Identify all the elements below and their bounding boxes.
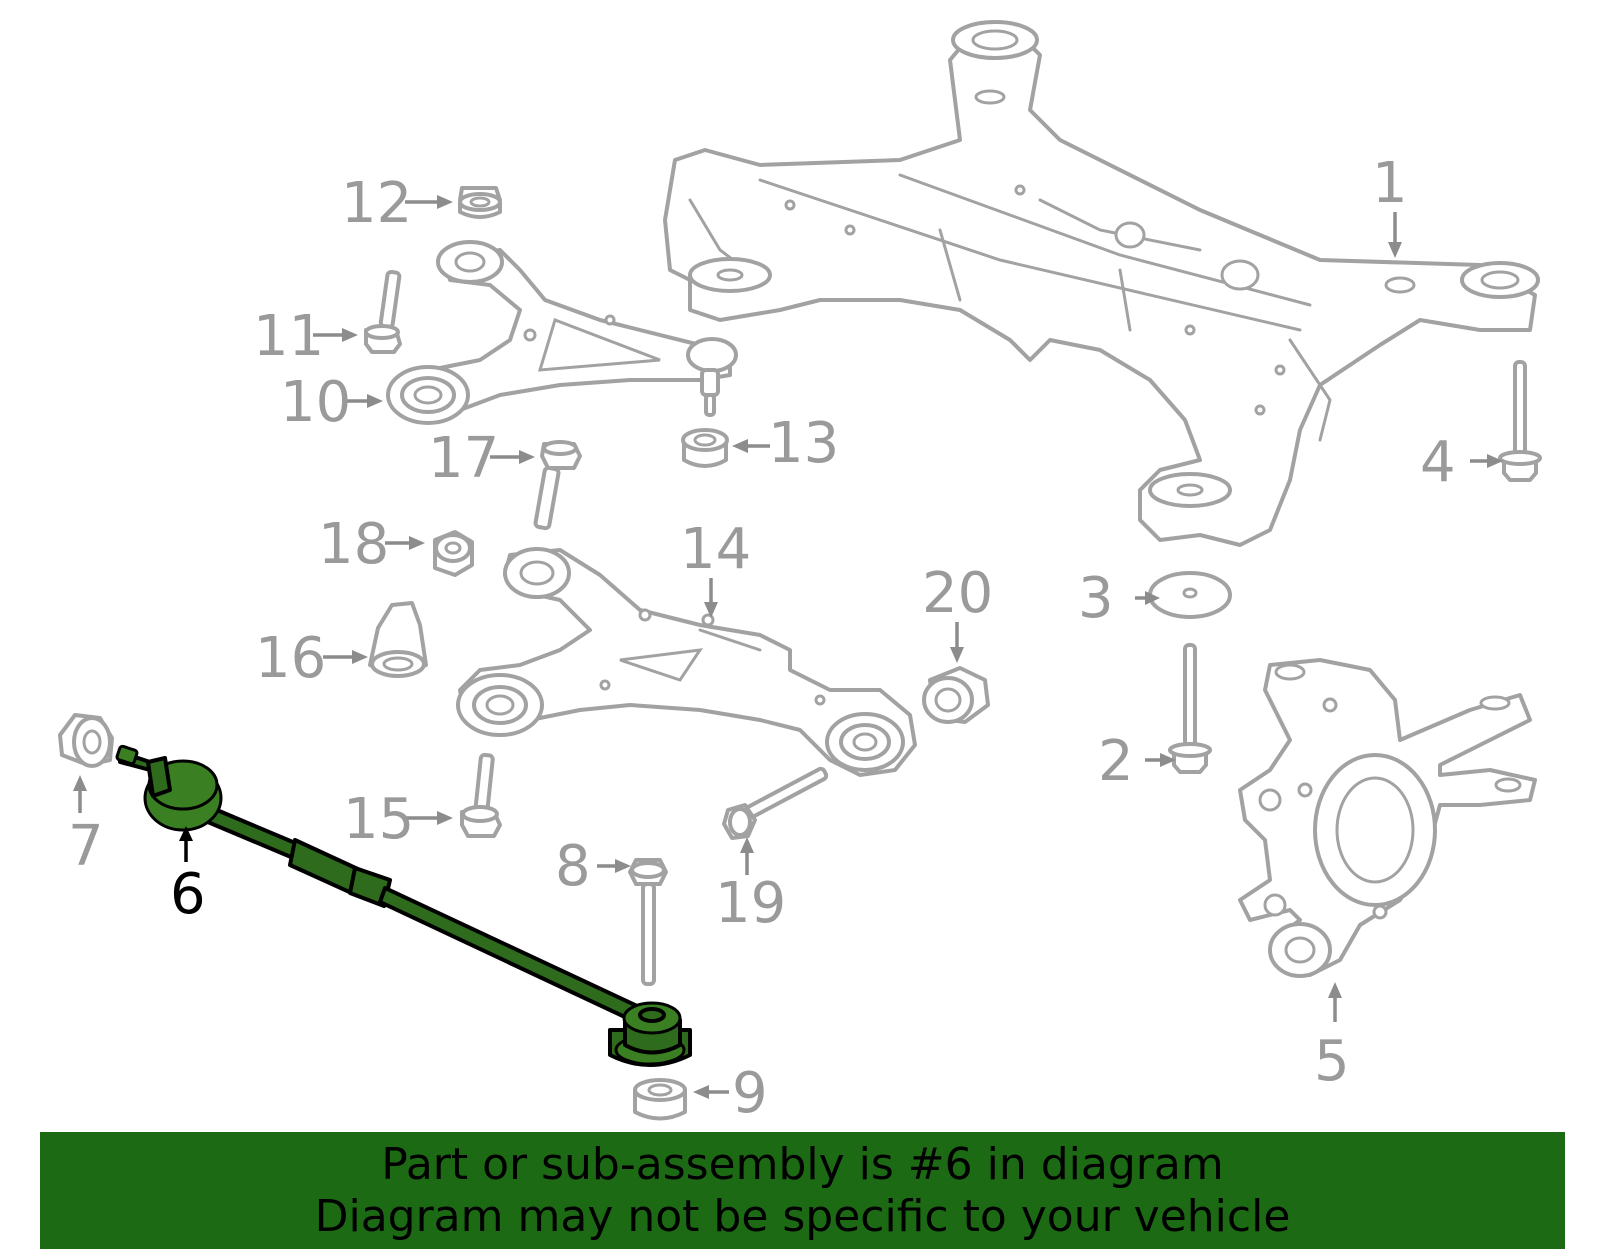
part-7-nut[interactable] [58, 713, 114, 768]
part-6-toe-link[interactable] [115, 744, 692, 1067]
callout-9[interactable]: 9 [732, 1061, 768, 1126]
part-4-bolt[interactable] [1498, 360, 1542, 482]
banner-line-2: Diagram may not be specific to your vehi… [314, 1190, 1291, 1242]
part-18-nut[interactable] [433, 530, 474, 577]
banner-line-1: Part or sub-assembly is #6 in diagram [381, 1138, 1224, 1190]
leader-arrows [73, 195, 1503, 1099]
callout-15[interactable]: 15 [343, 787, 414, 852]
callout-1[interactable]: 1 [1372, 151, 1408, 216]
callout-3[interactable]: 3 [1078, 566, 1114, 631]
part-17-bolt[interactable] [533, 440, 582, 531]
callout-4[interactable]: 4 [1420, 430, 1456, 495]
callout-20[interactable]: 20 [922, 561, 993, 626]
callout-5[interactable]: 5 [1314, 1029, 1350, 1094]
part-8-bolt[interactable] [628, 858, 668, 986]
part-16-bump-stop[interactable] [368, 601, 428, 678]
callout-11[interactable]: 11 [253, 304, 324, 369]
callout-14[interactable]: 14 [680, 517, 751, 582]
part-11-bolt[interactable] [364, 269, 402, 354]
callout-16[interactable]: 16 [255, 626, 326, 691]
callout-18[interactable]: 18 [318, 512, 389, 577]
callout-7[interactable]: 7 [68, 814, 104, 879]
callout-12[interactable]: 12 [341, 171, 412, 236]
callout-8[interactable]: 8 [555, 834, 591, 899]
callout-19[interactable]: 19 [715, 871, 786, 936]
part-1-subframe[interactable] [663, 20, 1540, 547]
part-10-upper-arm[interactable] [386, 240, 738, 425]
callout-10[interactable]: 10 [280, 370, 351, 435]
part-12-nut[interactable] [458, 186, 502, 219]
callout-17[interactable]: 17 [428, 426, 499, 491]
part-9-nut[interactable] [633, 1078, 687, 1121]
callout-6[interactable]: 6 [170, 862, 206, 927]
part-13-nut[interactable] [681, 428, 729, 468]
part-2-bolt[interactable] [1168, 643, 1212, 774]
callout-13[interactable]: 13 [768, 411, 839, 476]
part-20-bushing[interactable] [922, 666, 990, 724]
callout-2[interactable]: 2 [1098, 729, 1134, 794]
part-3-washer[interactable] [1148, 571, 1232, 619]
part-14-lower-arm[interactable] [456, 547, 917, 777]
part-5-knuckle[interactable] [1238, 658, 1537, 978]
part-19-bolt[interactable] [722, 766, 829, 840]
info-banner: Part or sub-assembly is #6 in diagram Di… [40, 1132, 1565, 1249]
callout-labels: 1 2 3 4 5 6 7 8 9 10 11 12 13 14 15 16 1… [68, 151, 1456, 1126]
part-15-bolt[interactable] [460, 752, 502, 838]
